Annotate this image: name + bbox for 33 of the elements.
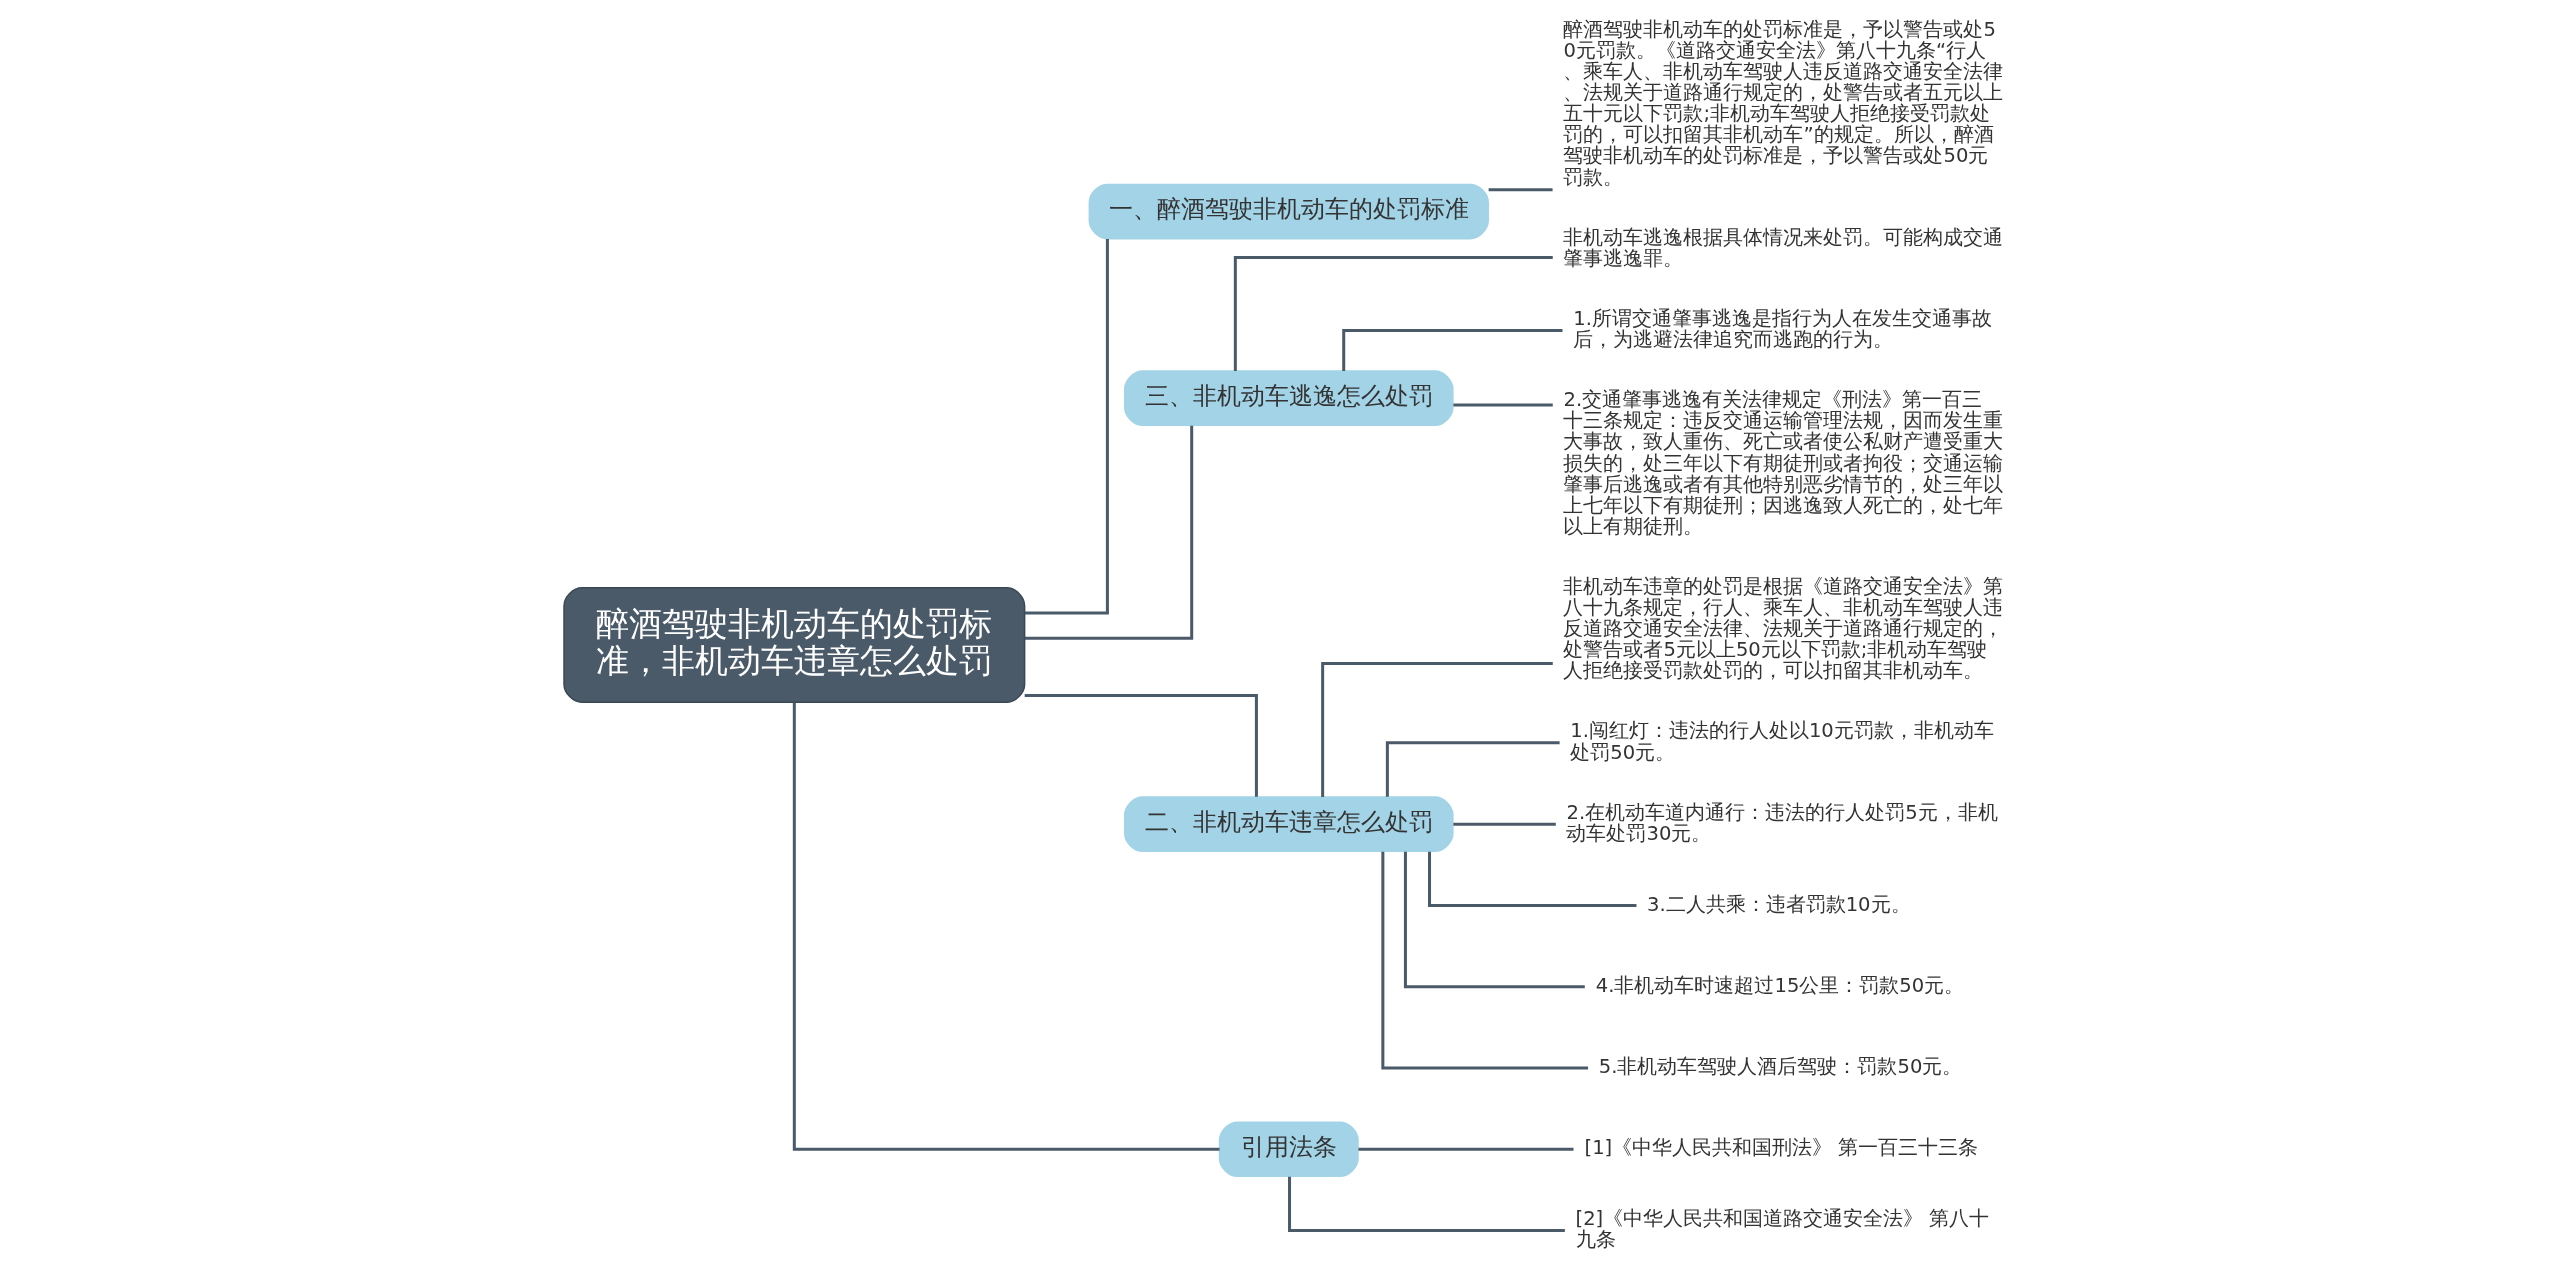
connector: [1452, 822, 1556, 826]
connector: [1341, 328, 1562, 371]
node-text: [1]《中华人民共和国刑法》 第一百三十三条: [1584, 1136, 1978, 1160]
connector: [1287, 1176, 1565, 1233]
connector: [1024, 693, 1258, 797]
node-box: 醉酒驾驶非机动车的处罚标准，非机动车违章怎么处罚: [562, 587, 1025, 703]
node-text: 5.非机动车驾驶人酒后驾驶：罚款50元。: [1598, 1055, 1962, 1079]
connector: [1024, 425, 1193, 640]
node-text: 醉酒驾驶非机动车的处罚标准是，予以警告或处50元罚款。《道路交通安全法》第八十九条“行人、乘车人、非机动车驾驶人违反道路交通安全法律、法规关于道路通行规定的，处警告或者五元以上五十元以下罚款;非机动车驾驶人拒绝接受罚款处罚的，可以扣留其非机动车”的规定。所以，醉酒驾驶非机动车的处罚标准是，予以警告或处50元罚款。: [1562, 18, 2003, 189]
connector: [1380, 851, 1588, 1070]
node-box: 二、非机动车违章怎么处罚: [1123, 796, 1454, 852]
connector: [1233, 255, 1553, 372]
node-text: 2.交通肇事逃逸有关法律规定《刑法》第一百三十三条规定：违反交通运输管理法规，因而发生重大事故，致人重伤、死亡或者使公私财产遭受重大损失的，处三年以下有期徒刑或者拘役；交通运输肇事后逃逸或者有其他特别恶劣情节的，处三年以上七年以下有期徒刑；因逃逸致人死亡的，处七年以上有期徒刑。: [1562, 388, 2003, 538]
node-text: 1.闯红灯：违法的行人处以10元罚款，非机动车处罚50元。: [1569, 719, 1994, 764]
node-box: 引用法条: [1218, 1121, 1359, 1178]
connector: [1488, 188, 1553, 192]
connector: [1452, 403, 1553, 407]
connector: [1320, 661, 1553, 797]
node-text: 4.非机动车时速超过15公里：罚款50元。: [1595, 973, 1964, 997]
node-text: 1.所谓交通肇事逃逸是指行为人在发生交通事故后，为逃避法律追究而逃跑的行为。: [1572, 307, 1992, 352]
connector: [792, 702, 1219, 1151]
node-text: 2.在机动车道内通行：违法的行人处罚5元，非机动车处罚30元。: [1565, 800, 1998, 845]
connector: [1385, 741, 1560, 797]
node-text: 非机动车违章的处罚是根据《道路交通安全法》第八十九条规定，行人、乘车人、非机动车驾驶人违反道路交通安全法律、法规关于道路通行规定的，处警告或者5元以上50元以下罚款;非机动车驾驶人拒绝接受罚款处罚的，可以扣留其非机动车。: [1562, 574, 2003, 683]
connector: [1427, 851, 1636, 907]
connector: [1403, 851, 1585, 989]
node-text: 非机动车逃逸根据具体情况来处罚。可能构成交通肇事逃逸罪。: [1562, 225, 2003, 270]
node-text: 3.二人共乘：违者罚款10元。: [1646, 892, 1911, 916]
connector: [1357, 1147, 1574, 1151]
node-box: 三、非机动车逃逸怎么处罚: [1123, 370, 1454, 427]
node-box: 一、醉酒驾驶非机动车的处罚标准: [1088, 183, 1489, 240]
connector: [1024, 239, 1109, 615]
node-text: [2]《中华人民共和国道路交通安全法》 第八十九条: [1575, 1207, 1989, 1252]
